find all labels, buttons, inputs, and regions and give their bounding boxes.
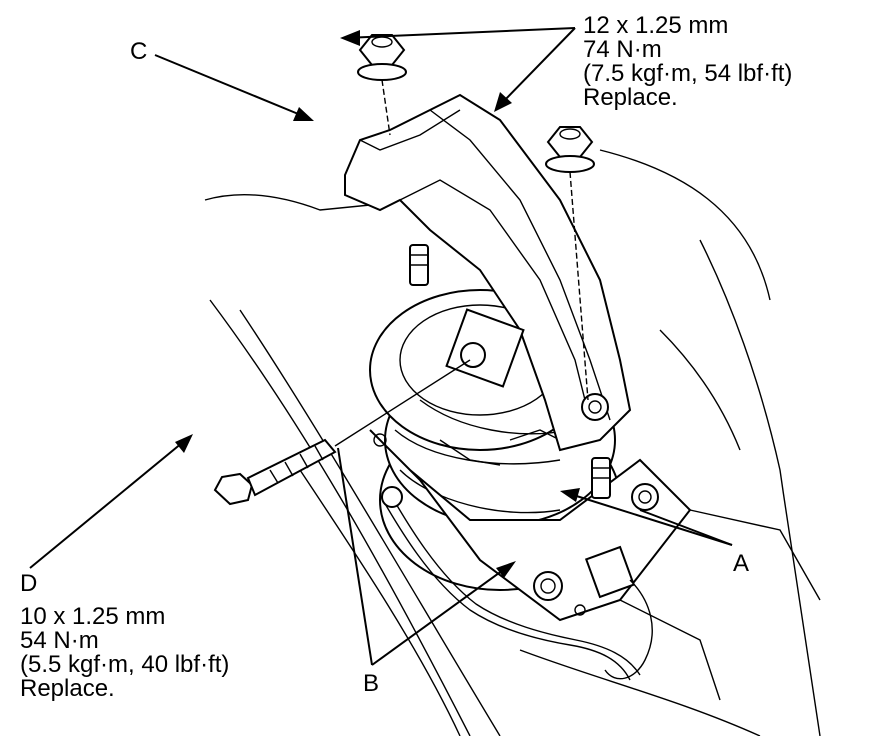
spec-bottom-torque: 54 N·m (20, 627, 99, 654)
leader-c (154, 54, 314, 121)
leader-a (560, 488, 733, 546)
callout-c: C (130, 38, 148, 65)
flange-nut-top-right (545, 126, 595, 401)
spec-top: 12 x 1.25 mm 74 N·m (7.5 kgf·m, 54 lbf·f… (583, 14, 792, 110)
leader-top-spec (340, 27, 576, 112)
spec-top-size: 12 x 1.25 mm (583, 12, 729, 39)
stud-right (591, 457, 611, 499)
leader-d (29, 434, 193, 569)
callout-d: D (20, 570, 38, 597)
spec-top-torque-alt: (7.5 kgf·m, 54 lbf·ft) (583, 60, 793, 87)
flange-nut-top-left (357, 34, 407, 136)
spec-top-note: Replace. (583, 84, 678, 111)
frame-outline (204, 149, 821, 736)
spec-bottom: 10 x 1.25 mm 54 N·m (5.5 kgf·m, 40 lbf·f… (20, 605, 229, 701)
through-bolt (213, 359, 471, 506)
stud-left (409, 244, 429, 286)
spec-bottom-size: 10 x 1.25 mm (20, 603, 166, 630)
spec-top-torque: 74 N·m (583, 36, 662, 63)
leader-b (337, 447, 516, 666)
callout-b: B (363, 670, 380, 697)
wire-harness (379, 486, 653, 681)
callout-a: A (733, 550, 750, 577)
spec-bottom-note: Replace. (20, 675, 115, 702)
spec-bottom-torque-alt: (5.5 kgf·m, 40 lbf·ft) (20, 651, 230, 678)
upper-bracket (344, 93, 632, 452)
